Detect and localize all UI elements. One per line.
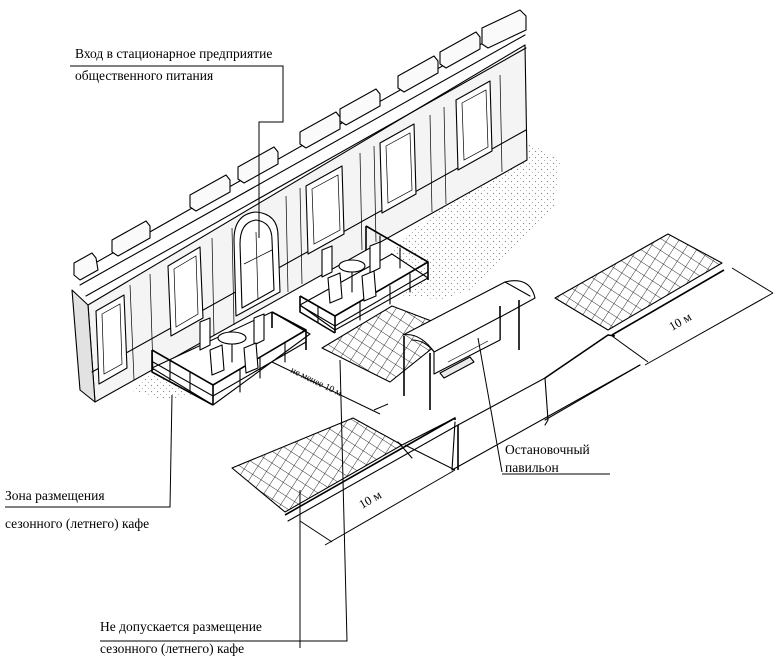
- dimension-lines: [271, 267, 774, 546]
- cornice-mid: [79, 34, 526, 286]
- summer-cafe-back: [299, 225, 429, 334]
- pavilion-roof: [402, 280, 536, 354]
- entrance-door: [233, 211, 281, 317]
- summer-cafe-front: [151, 311, 311, 406]
- leader-entrance: [70, 65, 284, 238]
- label-forbidden-line2: сезонного (летнего) кафе: [100, 641, 244, 656]
- leader-forbidden: [100, 359, 348, 642]
- label-entrance-line2: общественного питания: [75, 68, 213, 83]
- dim-line-upper: [611, 335, 649, 363]
- leader-stop-2: [477, 337, 503, 473]
- leader-lines: [5, 65, 610, 648]
- dimension-lower-distance: 10 м: [357, 488, 384, 512]
- dimension-min-distance: не менее 10 м: [289, 366, 343, 399]
- label-cafe-zone-line1: Зона размещения: [5, 488, 105, 503]
- dim-line-lower: [299, 520, 333, 543]
- dimension-upper-distance: 10 м: [667, 310, 694, 334]
- label-cafe-zone-line2: сезонного (летнего) кафе: [5, 516, 149, 531]
- building: [71, 9, 528, 403]
- windows: [95, 80, 493, 385]
- label-stop-line2: павильон: [505, 460, 559, 475]
- cafe-deck: [151, 311, 311, 406]
- label-stop-line1: Остановочный: [505, 442, 590, 457]
- label-entrance-line1: Вход в стационарное предприятие: [75, 46, 272, 61]
- hatched-zone-upper-right: [554, 233, 723, 331]
- bus-stop-pavilion: [402, 280, 536, 410]
- parapet-blocks: [73, 9, 527, 281]
- road-curb: [284, 269, 725, 522]
- cornice-low: [85, 47, 527, 297]
- pilasters: [129, 74, 503, 381]
- dim-line-min: [271, 361, 381, 415]
- leader-cafe-zone: [5, 394, 173, 508]
- building-end-wall: [71, 289, 96, 403]
- label-forbidden-line1: Не допускается размещение: [100, 619, 262, 634]
